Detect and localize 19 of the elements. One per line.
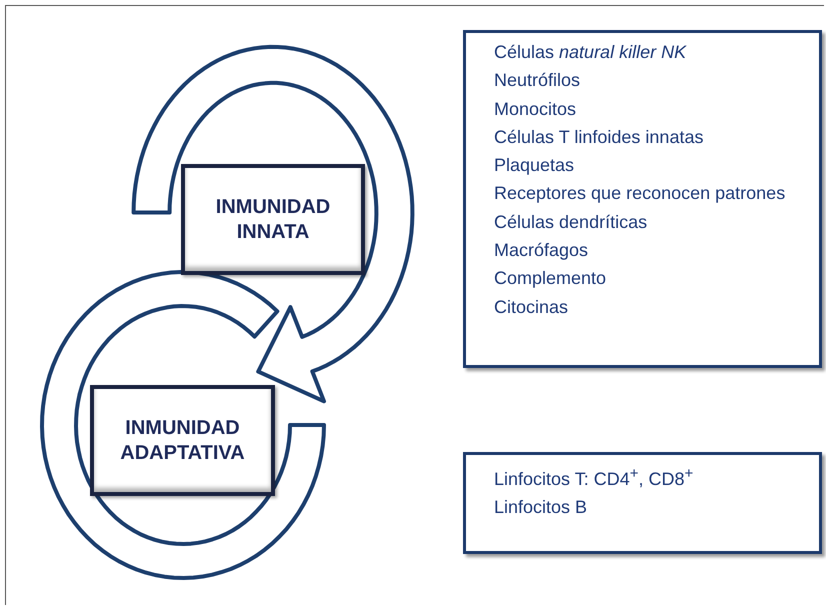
list-item: Receptores que reconocen patrones <box>494 182 786 205</box>
concept-box <box>181 164 365 275</box>
list-item: Neutrófilos <box>494 69 582 92</box>
box-title: INMUNIDAD ADAPTATIVA <box>119 416 246 466</box>
list-box <box>463 452 822 554</box>
list-item: Citocinas <box>494 296 570 318</box>
list-item: Células dendríticas <box>494 210 648 234</box>
list-item: Macrófagos <box>494 239 590 262</box>
list-item: Monocitos <box>494 98 578 120</box>
list-item: Plaquetas <box>494 154 576 177</box>
box-title: INMUNIDAD INNATA <box>214 194 332 244</box>
curved-arrow <box>132 44 414 404</box>
list-item: Complemento <box>494 267 608 290</box>
list-box <box>463 30 822 368</box>
concept-box <box>90 385 275 496</box>
list-item: Células T linfoides innatas <box>494 126 704 148</box>
list-item: Linfocitos T: CD4$^{+}$, CD8$^{+}$ <box>494 464 694 490</box>
list-item: Células natural killer NK <box>494 41 688 64</box>
list-item: Linfocitos B <box>494 496 588 519</box>
